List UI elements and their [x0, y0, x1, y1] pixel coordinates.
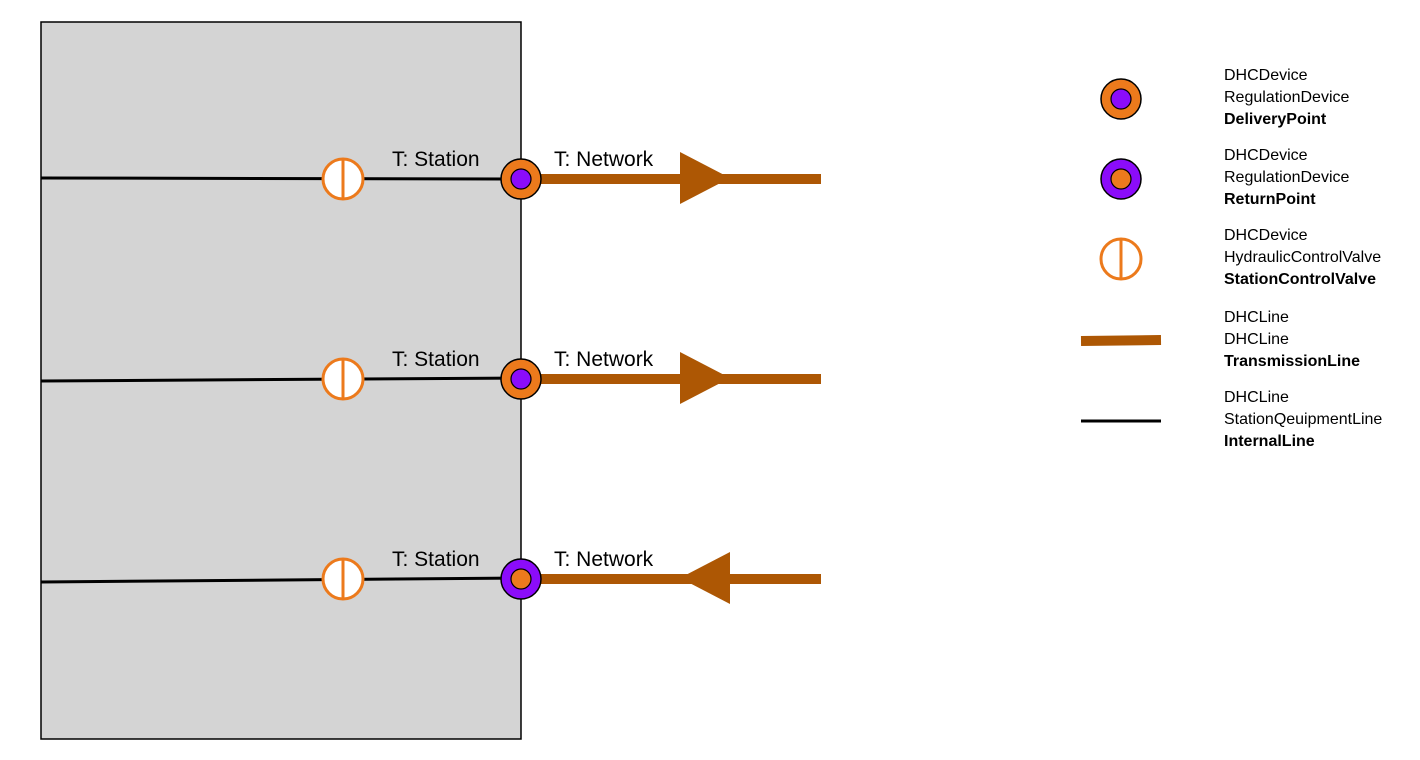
delivery-point[interactable] [500, 158, 542, 200]
delivery-point-inner [510, 368, 532, 390]
station-row: T: Station T: Network [40, 548, 821, 604]
delivery-point-inner [510, 168, 532, 190]
station-label: T: Station [392, 348, 480, 371]
legend-class: DHCLine [1224, 309, 1289, 326]
network-label: T: Network [554, 148, 654, 171]
legend-type: InternalLine [1224, 433, 1315, 450]
legend-entry-delivery-point: DHCDevice RegulationDevice DeliveryPoint [1224, 65, 1349, 131]
station-row: T: Station T: Network [40, 148, 821, 204]
legend-type: TransmissionLine [1224, 353, 1361, 370]
flow-arrow-incoming [680, 552, 730, 604]
legend-entry-return-point: DHCDevice RegulationDevice ReturnPoint [1224, 145, 1349, 211]
legend-class: DHCDevice [1224, 67, 1308, 84]
station-control-valve[interactable] [321, 357, 365, 401]
legend-class: DHCDevice [1224, 227, 1308, 244]
legend-type: DeliveryPoint [1224, 111, 1327, 128]
delivery-point-icon [1100, 78, 1142, 120]
internal-line [40, 176, 522, 181]
flow-arrow-outgoing [680, 352, 730, 404]
legend-subclass: HydraulicControlValve [1224, 249, 1382, 266]
internal-line [40, 576, 522, 584]
legend-entry-internal-line: DHCLine StationQeuipmentLine InternalLin… [1224, 387, 1382, 453]
network-label: T: Network [554, 548, 654, 571]
control-valve-icon [1099, 237, 1143, 281]
return-point-inner [510, 568, 532, 590]
flow-arrow-outgoing [680, 152, 730, 204]
delivery-point[interactable] [500, 358, 542, 400]
legend-entry-transmission-line: DHCLine DHCLine TransmissionLine [1224, 307, 1360, 373]
legend-class: DHCDevice [1224, 147, 1308, 164]
station-control-valve[interactable] [321, 157, 365, 201]
return-point[interactable] [500, 558, 542, 600]
station-control-valve[interactable] [321, 557, 365, 601]
internal-line [40, 376, 522, 383]
legend-subclass: RegulationDevice [1224, 169, 1350, 186]
legend-entry-control-valve: DHCDevice HydraulicControlValve StationC… [1224, 225, 1381, 291]
legend-subclass: StationQeuipmentLine [1224, 411, 1383, 428]
station-label: T: Station [392, 548, 480, 571]
station-label: T: Station [392, 148, 480, 171]
transmission-line-icon [1080, 335, 1162, 346]
legend-subclass: RegulationDevice [1224, 89, 1350, 106]
legend-type: StationControlValve [1224, 271, 1377, 288]
legend-class: DHCLine [1224, 389, 1289, 406]
station-row: T: Station T: Network [40, 348, 821, 404]
return-point-icon [1100, 158, 1142, 200]
legend-subclass: DHCLine [1224, 331, 1289, 348]
legend-type: ReturnPoint [1224, 191, 1316, 208]
network-label: T: Network [554, 348, 654, 371]
